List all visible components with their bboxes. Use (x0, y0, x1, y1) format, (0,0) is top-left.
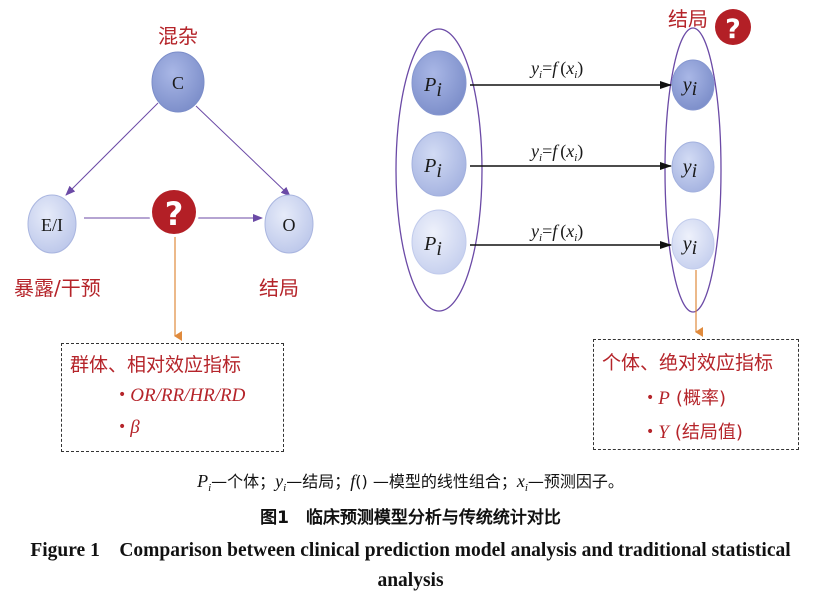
node-c (151, 51, 205, 113)
figure-caption-chinese: 图1 临床预测模型分析与传统统计对比 (260, 508, 561, 528)
individual-node-2 (411, 131, 467, 197)
bullet-icon: • (118, 387, 127, 403)
population-box-item-beta: •β (118, 417, 140, 438)
confounder-label: 混杂 (158, 24, 198, 48)
svg-text:?: ? (725, 14, 741, 45)
outcome-label-3: yi (681, 233, 697, 259)
outcome-node-2 (671, 141, 715, 193)
figure-caption-english: Figure 1 Comparison between clinical pre… (30, 540, 791, 591)
individual-box-item-outcome-value: •Y (结局值) (646, 422, 743, 443)
node-o-label: O (283, 215, 296, 235)
population-box-title: 群体、相对效应指标 (70, 354, 242, 376)
formula-3: yi=f(xi) (529, 221, 583, 244)
exposure-label: 暴露/干预 (14, 276, 101, 300)
diagram-canvas: 混杂 C E/I O 暴露/干预 结局 ? 结局 ? Pi Pi Pi yi y… (14, 7, 753, 341)
individual-box-item-probability: •P (概率) (646, 388, 726, 409)
svg-text:?: ? (165, 195, 184, 233)
population-relative-effect-box: 群体、相对效应指标 •OR/RR/HR/RD •β (61, 343, 284, 452)
bullet-icon: • (646, 390, 655, 406)
arrow-c-to-ei (65, 102, 159, 196)
outcome-node-3 (671, 218, 715, 270)
individual-node-3 (411, 209, 467, 275)
node-c-label: C (172, 73, 184, 93)
left-question-icon: ? (149, 187, 199, 237)
formula-1: yi=f(xi) (529, 58, 583, 81)
outcome-node-1 (671, 59, 715, 111)
individual-label-2: Pi (423, 155, 442, 182)
outcome-label-2: yi (681, 156, 697, 182)
individual-label-3: Pi (423, 233, 442, 260)
bullet-icon: • (118, 419, 127, 435)
figure-legend: Pi—个体；yi—结局；f() —模型的线性组合；xi—预测因子。 (197, 471, 624, 495)
individual-absolute-effect-box: 个体、绝对效应指标 •P (概率) •Y (结局值) (593, 339, 799, 450)
left-outcome-label: 结局 (259, 276, 299, 300)
bullet-icon: • (646, 424, 655, 440)
outcomes-group-ellipse (664, 27, 722, 313)
node-o (264, 194, 314, 254)
outcome-label-1: yi (681, 74, 697, 100)
individuals-group-ellipse (395, 28, 483, 312)
formula-2: yi=f(xi) (529, 141, 583, 164)
arrow-c-to-o (195, 105, 291, 197)
node-ei (27, 194, 77, 254)
right-question-icon: ? (713, 7, 753, 47)
right-outcome-label: 结局 (668, 7, 708, 31)
population-box-item-ratios: •OR/RR/HR/RD (118, 385, 246, 406)
individual-box-title: 个体、绝对效应指标 (602, 352, 774, 374)
individual-node-1 (411, 50, 467, 116)
node-ei-label: E/I (41, 215, 63, 235)
individual-label-1: Pi (423, 74, 442, 101)
